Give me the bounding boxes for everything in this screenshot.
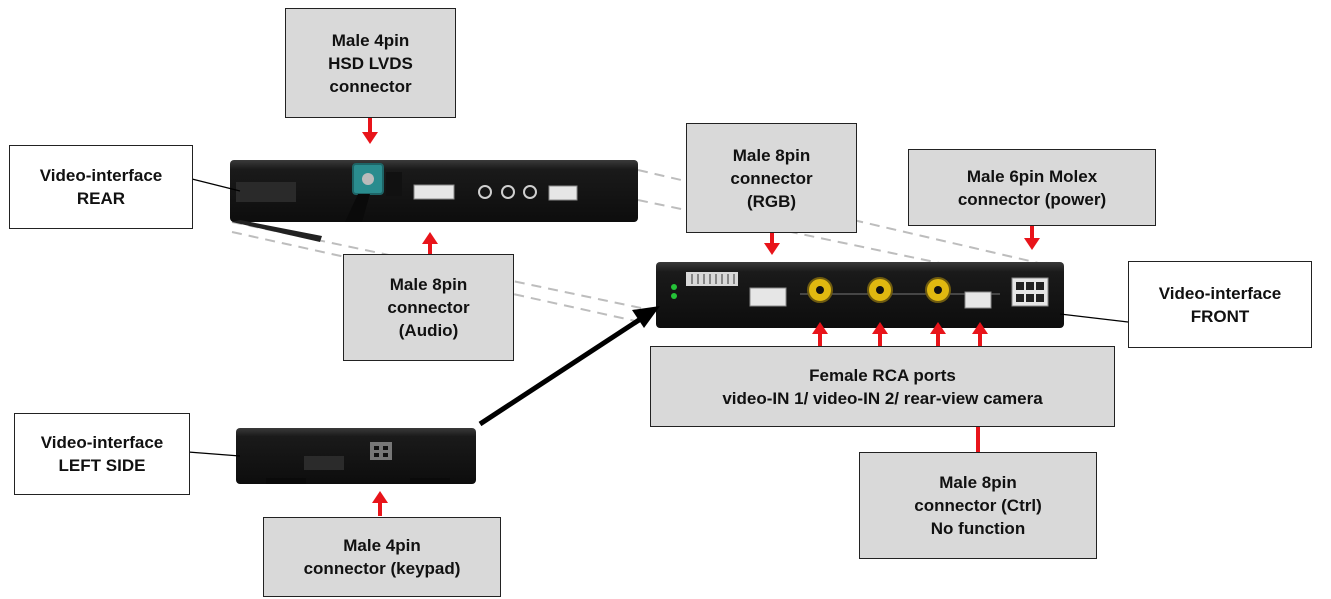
label-rear: Video-interface REAR — [9, 145, 193, 229]
label-front: Video-interface FRONT — [1128, 261, 1312, 348]
label-line: Video-interface — [1158, 283, 1282, 303]
label-line: connector — [387, 298, 470, 317]
label-line: Video-interface — [39, 166, 163, 185]
label-line: HSD LVDS — [328, 53, 413, 73]
label-line: connector (keypad) — [303, 559, 461, 578]
label-line: connector (power) — [957, 189, 1107, 209]
label-line: Male 8pin — [389, 275, 468, 294]
audio-connector — [413, 184, 455, 200]
rear-device — [230, 160, 638, 242]
label-line: connector — [730, 168, 813, 188]
black-arrow — [478, 306, 660, 427]
label-rca: Female RCA ports video-IN 1/ video-IN 2/… — [650, 346, 1115, 427]
label-line: (RGB) — [746, 191, 797, 211]
label-line: connector — [329, 76, 412, 96]
label-line: Male 8pin — [939, 473, 1017, 492]
label-molex: Male 6pin Molex connector (power) — [908, 149, 1156, 226]
label-keypad: Male 4pin connector (keypad) — [263, 517, 501, 597]
label-line: connector (Ctrl) — [914, 496, 1042, 515]
red-arrows — [362, 117, 1040, 516]
label-ctrl: Male 8pin connector (Ctrl) No function — [859, 452, 1097, 559]
label-line: REAR — [76, 189, 126, 208]
label-line: FRONT — [1190, 306, 1250, 326]
label-line: Male 4pin — [343, 536, 421, 555]
label-line: Video-interface — [40, 433, 164, 452]
label-line: LEFT SIDE — [58, 456, 146, 475]
label-line: Male 8pin — [732, 145, 811, 165]
rgb-connector — [749, 287, 787, 307]
label-line: (Audio) — [398, 321, 459, 340]
label-line: Female RCA ports — [809, 365, 956, 385]
label-hsd-lvds: Male 4pin HSD LVDS connector — [285, 8, 456, 118]
label-rgb: Male 8pin connector (RGB) — [686, 123, 857, 233]
front-device — [656, 262, 1064, 328]
label-line: video-IN 1/ video-IN 2/ rear-view camera — [722, 388, 1043, 408]
left-side-device — [236, 428, 476, 484]
label-line: No function — [930, 519, 1026, 538]
label-left-side: Video-interface LEFT SIDE — [14, 413, 190, 495]
dip-switch — [686, 272, 738, 286]
label-line: Male 4pin — [331, 30, 410, 50]
label-audio: Male 8pin connector (Audio) — [343, 254, 514, 361]
ctrl-connector — [964, 291, 992, 309]
label-line: Male 6pin Molex — [966, 166, 1098, 186]
